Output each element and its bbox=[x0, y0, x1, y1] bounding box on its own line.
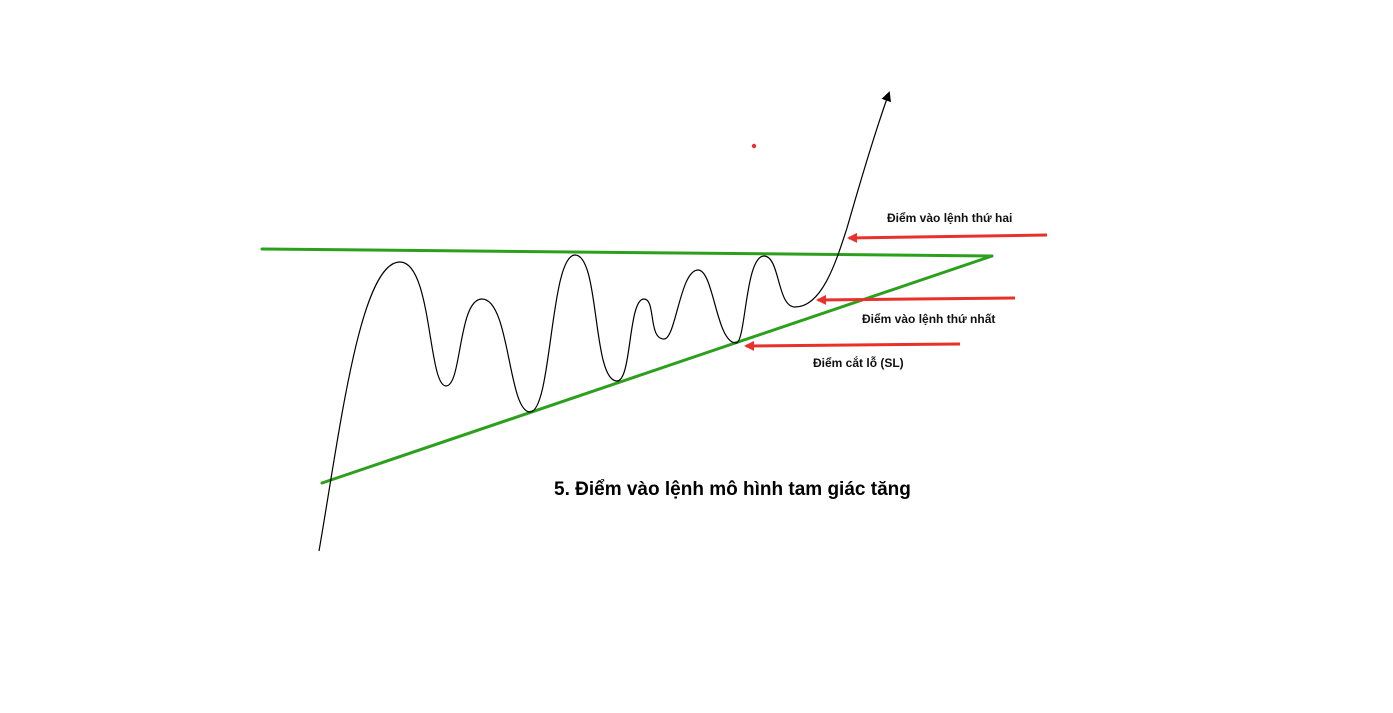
first-entry-arrow bbox=[816, 294, 1016, 305]
support-line bbox=[320, 254, 994, 485]
resistance-line bbox=[260, 247, 994, 258]
price-path bbox=[318, 91, 891, 552]
marker-dot bbox=[751, 143, 757, 149]
stop-loss-arrow bbox=[744, 340, 961, 351]
second-entry-arrow bbox=[847, 232, 1048, 243]
stop-loss-label: Điểm cắt lỗ (SL) bbox=[813, 356, 904, 370]
first-entry-label: Điểm vào lệnh thứ nhất bbox=[862, 312, 996, 326]
diagram-title: 5. Điểm vào lệnh mô hình tam giác tăng bbox=[554, 479, 911, 500]
second-entry-label: Điểm vào lệnh thứ hai bbox=[887, 211, 1013, 225]
